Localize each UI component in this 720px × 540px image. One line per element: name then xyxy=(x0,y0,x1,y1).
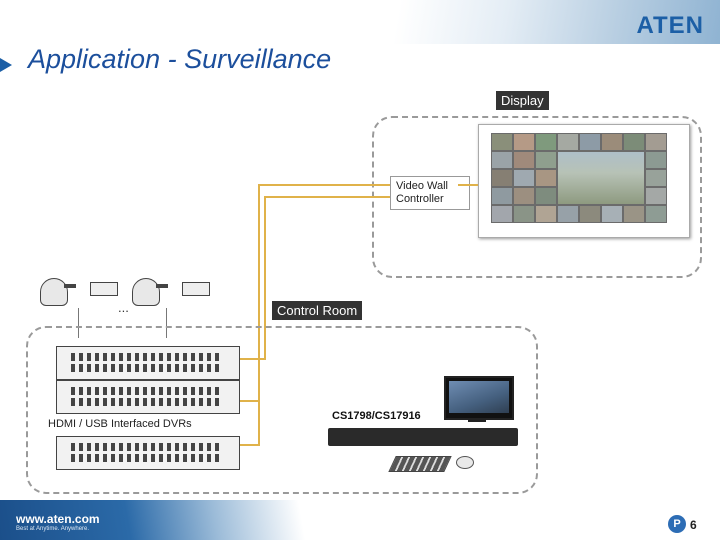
control-room-label: Control Room xyxy=(272,301,363,320)
wall-screen xyxy=(557,205,579,223)
wall-screen xyxy=(535,169,557,187)
wall-screen xyxy=(579,133,601,151)
wire xyxy=(264,196,390,198)
dvr-unit xyxy=(56,380,240,414)
wire xyxy=(238,358,266,360)
wall-screen xyxy=(491,151,513,169)
more-cameras-ellipsis: ... xyxy=(118,300,129,315)
dvr-unit xyxy=(56,346,240,380)
wall-screen xyxy=(513,133,535,151)
wall-screen xyxy=(601,133,623,151)
page-badge-icon: P xyxy=(668,515,686,533)
camera-icon xyxy=(38,272,118,308)
wall-screen xyxy=(535,133,557,151)
title-arrow-icon xyxy=(0,58,12,72)
aten-logo: ATEN xyxy=(636,12,704,39)
wall-screen xyxy=(535,151,557,169)
wall-screen xyxy=(491,187,513,205)
wall-screen xyxy=(513,205,535,223)
wall-screen xyxy=(623,205,645,223)
cable xyxy=(166,308,167,338)
wall-screen xyxy=(535,187,557,205)
footer-url: www.aten.com xyxy=(16,512,100,526)
monitor-stand xyxy=(468,418,486,422)
wall-screen xyxy=(491,133,513,151)
wall-screen xyxy=(645,187,667,205)
wall-screen xyxy=(513,169,535,187)
wire xyxy=(258,184,260,444)
wire xyxy=(238,444,260,446)
wall-screen xyxy=(645,133,667,151)
wall-screen xyxy=(491,205,513,223)
video-wall xyxy=(478,124,690,238)
dvrs-label: HDMI / USB Interfaced DVRs xyxy=(48,418,192,430)
wall-screen xyxy=(513,151,535,169)
wire xyxy=(258,184,390,186)
wall-screen xyxy=(557,133,579,151)
wall-screen xyxy=(645,169,667,187)
footer-band xyxy=(0,500,720,540)
wall-screen xyxy=(645,151,667,169)
wall-screen xyxy=(623,133,645,151)
header-band xyxy=(0,0,720,44)
wall-screen xyxy=(579,205,601,223)
mouse-icon xyxy=(456,456,474,469)
kvm-model-label: CS1798/CS17916 xyxy=(332,410,421,422)
wire xyxy=(458,184,478,186)
wall-screen xyxy=(535,205,557,223)
wall-screen xyxy=(491,169,513,187)
wall-main-screen xyxy=(557,151,645,205)
slide-title: Application - Surveillance xyxy=(28,44,332,74)
control-room-zone xyxy=(26,326,538,494)
display-label: Display xyxy=(496,91,549,110)
dvr-unit xyxy=(56,436,240,470)
wire xyxy=(238,400,260,402)
footer-tagline: Best at Anytime. Anywhere. xyxy=(16,526,90,532)
kvm-switch xyxy=(328,428,518,446)
page-number: 6 xyxy=(690,518,697,532)
wall-screen xyxy=(645,205,667,223)
wire xyxy=(264,196,266,358)
monitor-icon xyxy=(444,376,514,420)
video-wall-controller: Video Wall Controller xyxy=(390,176,470,210)
cable xyxy=(78,308,79,338)
keyboard-icon xyxy=(388,456,452,472)
camera-icon xyxy=(130,272,210,308)
wall-screen xyxy=(513,187,535,205)
wall-screen xyxy=(601,205,623,223)
